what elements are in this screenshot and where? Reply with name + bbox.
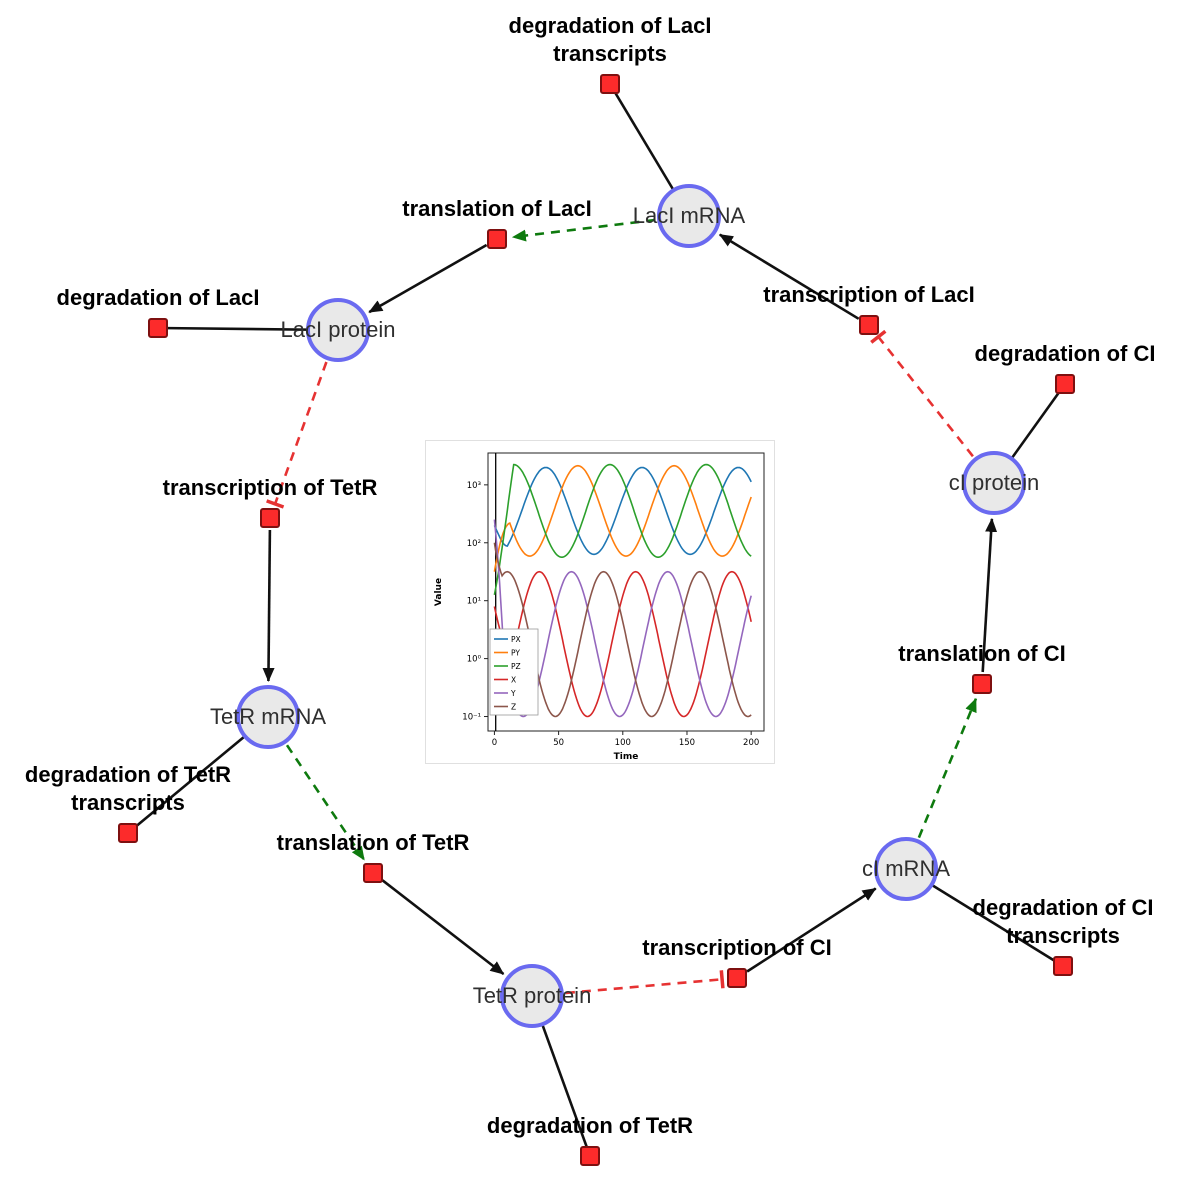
reaction-label-deg-laci: degradation of LacI xyxy=(57,284,260,312)
species-node-ci-mrna[interactable] xyxy=(874,837,938,901)
reaction-label-tsc-tetr: transcription of TetR xyxy=(163,474,378,502)
reaction-label-line: degradation of CI xyxy=(972,895,1154,920)
edge-tetr-protein-tsc-ci-inhibition xyxy=(565,970,725,995)
reaction-label-line: transcription of CI xyxy=(642,935,832,960)
y-tick-label: 10⁰ xyxy=(467,655,482,665)
chart-legend-box xyxy=(489,628,539,716)
reaction-label-line: transcription of TetR xyxy=(162,475,378,500)
reaction-label-line: transcripts xyxy=(1006,923,1120,948)
x-tick-label: 150 xyxy=(679,738,695,748)
legend-label-px: PX xyxy=(511,635,521,644)
edge-ci-protein-tsc-laci-inhibition xyxy=(870,329,974,458)
edge-tsc-laci-laci-mrna-production xyxy=(718,233,860,320)
edge-tetr-mrna-tsl-tetr-modifier xyxy=(285,744,366,861)
reaction-label-tsl-laci: translation of LacI xyxy=(402,195,591,223)
reaction-node-tsc-laci[interactable] xyxy=(859,315,879,335)
reaction-label-line: transcription of LacI xyxy=(763,282,975,307)
reaction-node-deg-tetr[interactable] xyxy=(580,1146,600,1166)
reaction-node-tsc-tetr[interactable] xyxy=(260,508,280,528)
reaction-node-tsl-tetr[interactable] xyxy=(363,863,383,883)
legend-label-y: Y xyxy=(510,689,516,698)
legend-label-py: PY xyxy=(511,648,520,657)
edge-tsl-laci-laci-protein-production xyxy=(368,243,488,314)
x-tick-label: 0 xyxy=(492,738,497,748)
reaction-label-tsl-ci: translation of CI xyxy=(898,640,1065,668)
species-node-tetr-protein[interactable] xyxy=(500,964,564,1028)
edge-laci-mrna-tsl-laci-modifier xyxy=(511,218,656,242)
y-tick-label: 10¹ xyxy=(467,597,481,607)
edge-tsl-tetr-tetr-protein-production xyxy=(381,879,505,976)
chart-series-pz xyxy=(493,463,752,596)
edge-tsl-ci-ci-protein-production xyxy=(981,517,998,673)
legend-label-x: X xyxy=(511,675,516,684)
reaction-label-deg-ci-tx: degradation of CI transcripts xyxy=(973,894,1154,950)
chart-series-px xyxy=(493,466,752,556)
reaction-node-deg-ci[interactable] xyxy=(1055,374,1075,394)
reaction-node-deg-laci[interactable] xyxy=(148,318,168,338)
reaction-label-line: degradation of TetR xyxy=(24,762,232,787)
reaction-label-deg-tetr: degradation of TetR xyxy=(487,1112,693,1140)
reaction-label-line: transcripts xyxy=(71,790,185,815)
reaction-node-deg-ci-tx[interactable] xyxy=(1053,956,1073,976)
species-label-tetr-protein: TetR protein xyxy=(472,983,592,1008)
x-tick-label: 100 xyxy=(615,738,631,748)
x-tick-label: 50 xyxy=(553,738,564,748)
reaction-node-deg-tetr-tx[interactable] xyxy=(118,823,138,843)
reaction-label-line: translation of CI xyxy=(898,641,1066,666)
reaction-label-line: degradation of TetR xyxy=(486,1113,694,1138)
x-axis-label: Time xyxy=(614,752,639,761)
reaction-label-tsc-ci: transcription of CI xyxy=(642,934,831,962)
reaction-label-line: degradation of CI xyxy=(974,341,1156,366)
species-node-laci-protein[interactable] xyxy=(306,298,370,362)
reaction-node-deg-laci-tx[interactable] xyxy=(600,74,620,94)
chart-series-py xyxy=(493,464,752,572)
reaction-node-tsl-ci[interactable] xyxy=(972,674,992,694)
species-label-ci-protein: cI protein xyxy=(948,470,1040,495)
reaction-node-tsl-laci[interactable] xyxy=(487,229,507,249)
y-tick-label: 10² xyxy=(467,539,481,549)
species-label-laci-mrna: LacI mRNA xyxy=(632,203,746,228)
reaction-label-line: transcripts xyxy=(553,41,667,66)
y-axis-label: Value xyxy=(434,578,444,606)
reaction-label-deg-tetr-tx: degradation of TetR transcripts xyxy=(25,761,231,817)
reaction-label-deg-laci-tx: degradation of LacI transcripts xyxy=(509,12,712,68)
reaction-label-line: degradation of LacI xyxy=(56,285,260,310)
reaction-label-deg-ci: degradation of CI xyxy=(975,340,1156,368)
edge-tsc-ci-ci-mrna-production xyxy=(746,887,877,973)
chart-series-x xyxy=(493,570,752,718)
x-tick-label: 200 xyxy=(743,738,759,748)
species-node-laci-mrna[interactable] xyxy=(657,184,721,248)
legend-label-pz: PZ xyxy=(511,662,521,671)
species-label-laci-protein: LacI protein xyxy=(280,317,396,342)
y-tick-label: 10⁻¹ xyxy=(462,713,481,723)
species-node-tetr-mrna[interactable] xyxy=(236,685,300,749)
reaction-label-tsc-laci: transcription of LacI xyxy=(763,281,974,309)
reaction-label-line: translation of LacI xyxy=(402,196,592,221)
legend-label-z: Z xyxy=(511,702,516,711)
chart-axes-frame xyxy=(487,452,765,732)
y-tick-label: 10³ xyxy=(467,481,481,491)
reaction-node-tsc-ci[interactable] xyxy=(727,968,747,988)
edge-ci-mrna-tsl-ci-modifier xyxy=(917,697,978,839)
species-label-ci-mrna: cI mRNA xyxy=(862,856,950,881)
reaction-label-line: translation of TetR xyxy=(276,830,470,855)
reaction-label-tsl-tetr: translation of TetR xyxy=(277,829,470,857)
edge-tsc-tetr-tetr-mrna-production xyxy=(262,529,275,682)
species-node-ci-protein[interactable] xyxy=(962,451,1026,515)
species-label-tetr-mrna: TetR mRNA xyxy=(209,704,327,729)
reaction-label-line: degradation of LacI xyxy=(508,13,712,38)
